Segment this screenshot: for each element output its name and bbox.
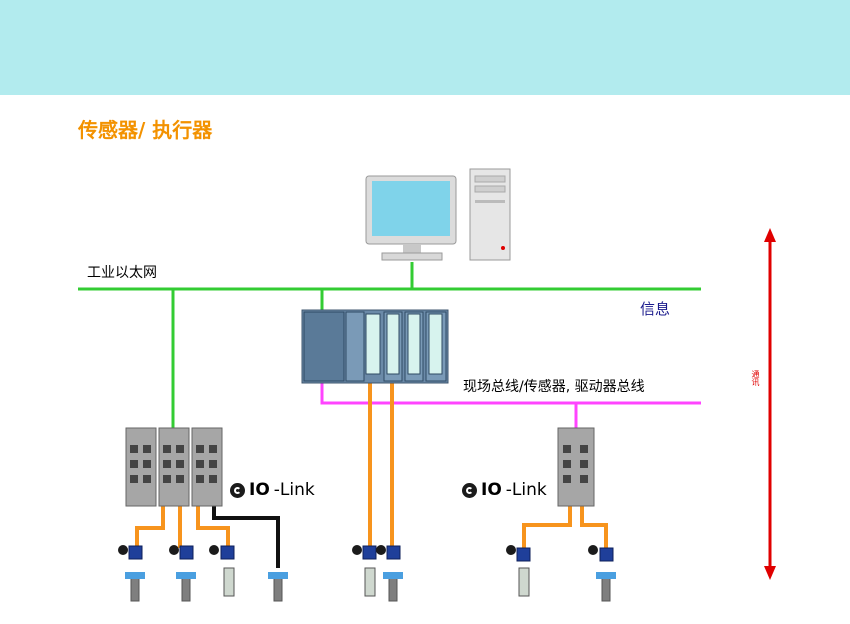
ethernet-label: 工业以太网: [87, 265, 157, 281]
io-link-label-left: IO-Link: [230, 480, 315, 500]
scope-arrow: [764, 228, 776, 580]
sensor-icon: [128, 545, 614, 562]
io-link-label-right: IO-Link: [462, 480, 547, 500]
pc-tower-icon: [469, 168, 511, 261]
io-module-icon: [557, 427, 595, 507]
plc-rack-icon: [301, 309, 449, 384]
io-link-logo-icon: [462, 482, 477, 498]
io-module-icon: [125, 427, 223, 507]
side-label: 通讯: [751, 370, 760, 386]
header-band: [0, 0, 850, 95]
io-link-logo-icon: [118, 545, 598, 555]
sensor-icon: [223, 567, 530, 597]
pc-monitor-icon: [365, 175, 457, 261]
sensor-icon: [125, 572, 616, 579]
page-title: 传感器/ 执行器: [78, 118, 213, 142]
fieldbus-label: 现场总线/传感器, 驱动器总线: [463, 379, 645, 395]
io-link-logo-icon: [230, 482, 245, 498]
info-label: 信息: [640, 300, 671, 318]
